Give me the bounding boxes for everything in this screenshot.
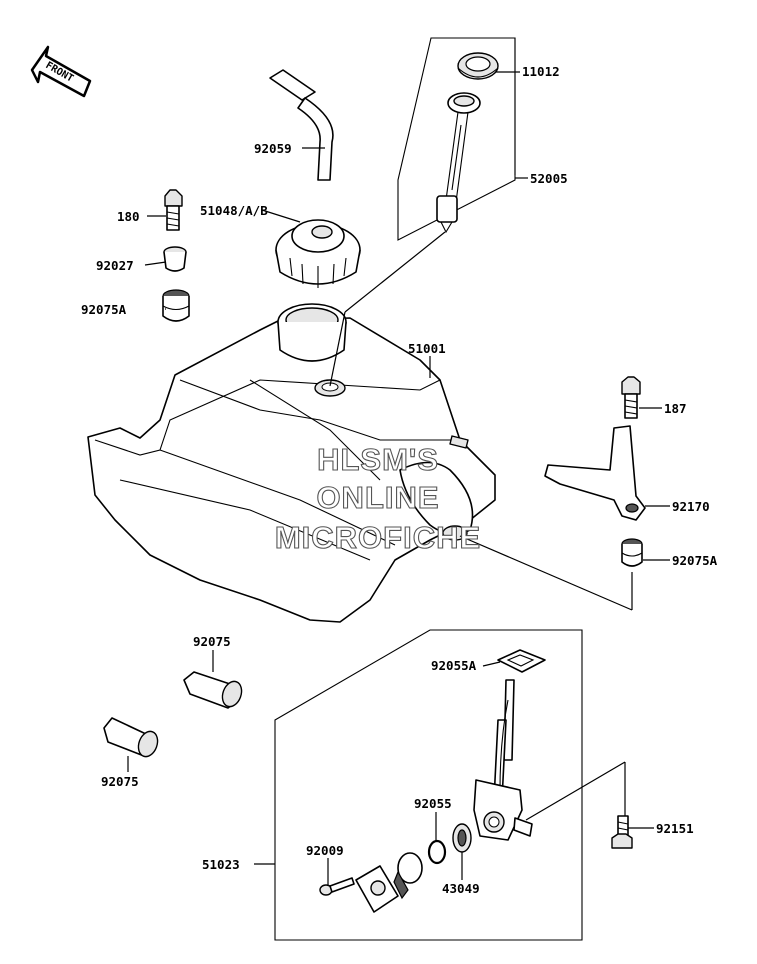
- part-fuel-cock-body: [473, 679, 533, 841]
- part-92075-lower-sleeve: [103, 717, 159, 758]
- label-92170: 92170: [672, 499, 710, 514]
- part-92055-oring: [427, 839, 447, 865]
- watermark-line-3: MICROFICHE: [275, 520, 481, 555]
- part-180-bolt: [164, 189, 183, 231]
- part-92075-upper-sleeve: [183, 671, 243, 709]
- fuel-cock-group-box: [274, 629, 583, 941]
- part-92075A-upper-grommet: [162, 289, 190, 322]
- part-92009-screw: [319, 877, 355, 896]
- part-fuel-cock-plate: [355, 865, 399, 913]
- label-92075-upper: 92075: [193, 634, 231, 649]
- part-92151-bolt: [611, 815, 633, 849]
- part-51048-fuel-cap: [275, 219, 361, 288]
- label-51048: 51048/A/B: [200, 203, 268, 218]
- label-92075-lower: 92075: [101, 774, 139, 789]
- part-fuel-cock-lever: [393, 852, 423, 900]
- label-187: 187: [664, 401, 687, 416]
- part-187-bolt: [621, 376, 641, 419]
- label-92059: 92059: [254, 141, 292, 156]
- label-51001: 51001: [408, 341, 446, 356]
- leader-lines: [127, 71, 670, 886]
- part-92075A-lower-grommet: [621, 538, 643, 567]
- label-92027: 92027: [96, 258, 134, 273]
- part-51001-fuel-tank: [87, 303, 496, 623]
- watermark: HLSM'S ONLINE MICROFICHE: [274, 441, 481, 555]
- part-92059-hose: [269, 69, 334, 181]
- part-labels: 11012 52005 92059 180 51048/A/B 92027 92…: [81, 64, 718, 896]
- watermark-line-2: ONLINE: [316, 480, 439, 515]
- label-11012: 11012: [522, 64, 560, 79]
- label-92151: 92151: [656, 821, 694, 836]
- part-92027-collar: [163, 246, 187, 272]
- part-92170-bracket: [544, 425, 646, 521]
- watermark-line-1: HLSM'S: [317, 442, 439, 477]
- label-92055A: 92055A: [431, 658, 477, 673]
- label-92075A-upper: 92075A: [81, 302, 127, 317]
- label-92055: 92055: [414, 796, 452, 811]
- label-43049: 43049: [442, 881, 480, 896]
- part-52005-gauge: [436, 92, 481, 234]
- label-52005: 52005: [530, 171, 568, 186]
- part-11012-ring: [457, 52, 499, 80]
- front-arrow-icon: FRONT: [30, 45, 92, 98]
- label-92009: 92009: [306, 843, 344, 858]
- label-92075A-lower: 92075A: [672, 553, 718, 568]
- part-92055A-gasket: [497, 649, 546, 673]
- label-180: 180: [117, 209, 140, 224]
- part-43049-diaphragm: [452, 823, 472, 853]
- label-51023: 51023: [202, 857, 240, 872]
